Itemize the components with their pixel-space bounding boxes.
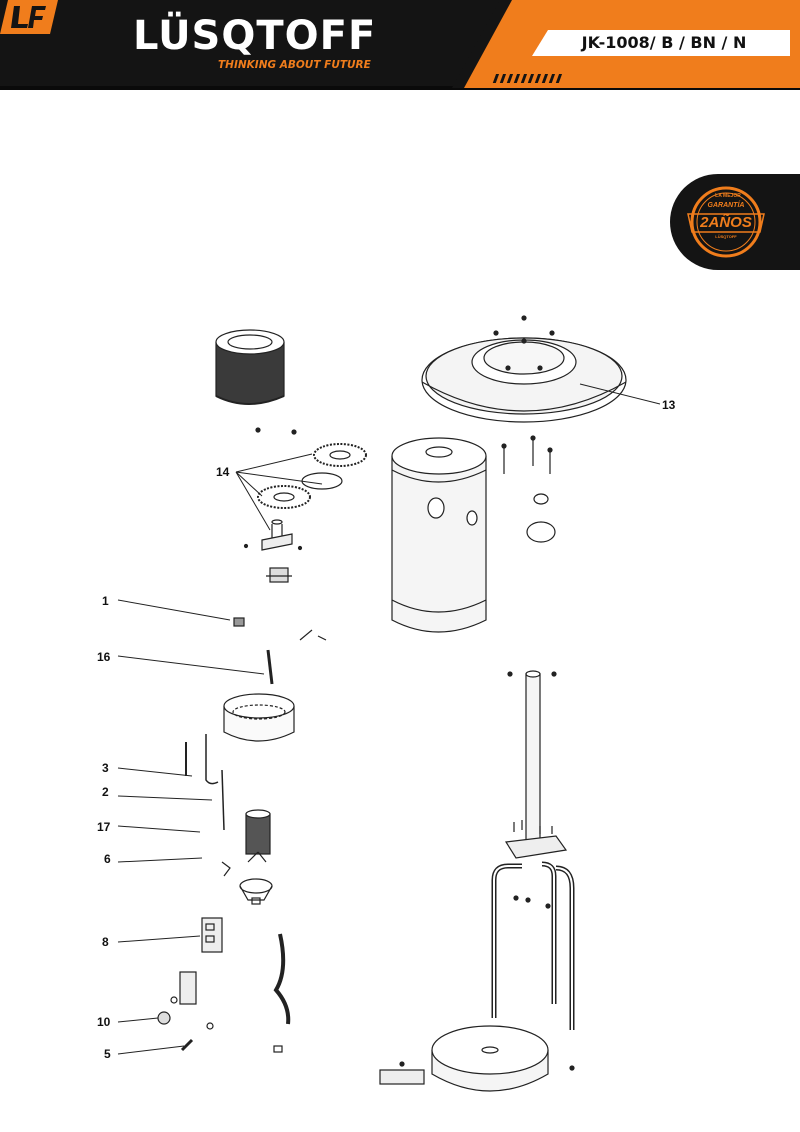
warranty-badge <box>670 174 800 270</box>
mesh-cylinder <box>221 809 271 877</box>
callout-8: 8 <box>102 935 109 949</box>
gas-hose <box>273 933 291 1025</box>
badge-years: 2AÑOS <box>700 214 752 231</box>
callout-16: 16 <box>97 650 111 664</box>
callout-5: 5 <box>104 1047 111 1061</box>
cylinder-body <box>391 437 487 633</box>
support-pole <box>504 670 568 859</box>
callout-13: 13 <box>662 398 676 412</box>
header-background <box>0 0 800 90</box>
brand-tagline: THINKING ABOUT FUTURE <box>218 59 371 71</box>
callout-17: 17 <box>97 820 111 834</box>
callout-2: 2 <box>102 785 109 799</box>
badge-line-1: LA MEJOR <box>715 193 741 199</box>
callout-3: 3 <box>102 761 109 775</box>
reflector-hardware <box>501 435 556 543</box>
emitter-screen <box>215 329 285 405</box>
warranty-seal-icon <box>670 174 800 270</box>
leg-frame <box>491 861 575 1030</box>
brand-name: LÜSQTOFF <box>133 13 377 59</box>
brand-logo-icon <box>0 0 58 34</box>
valve-block <box>157 971 283 1053</box>
callout-10: 10 <box>97 1015 111 1029</box>
badge-line-2: GARANTÍA <box>707 202 745 209</box>
callout-leaders <box>117 383 661 1055</box>
valve-assembly <box>233 543 327 685</box>
burner-discs <box>255 427 367 551</box>
page-header: LÜSQTOFF THINKING ABOUT FUTURE JK-1008/ … <box>0 0 800 90</box>
igniter-parts <box>185 734 225 831</box>
callout-14: 14 <box>216 465 230 479</box>
burner-bowl <box>223 693 295 742</box>
model-code: JK-1008/ B / BN / N <box>581 33 747 52</box>
reflector-part <box>421 315 627 423</box>
badge-brand: LÜSQTOFF <box>715 234 737 239</box>
callout-6: 6 <box>104 852 111 866</box>
control-bracket <box>201 917 223 953</box>
base-plate <box>379 1025 575 1092</box>
lower-dish <box>239 878 273 905</box>
callout-1: 1 <box>102 594 109 608</box>
